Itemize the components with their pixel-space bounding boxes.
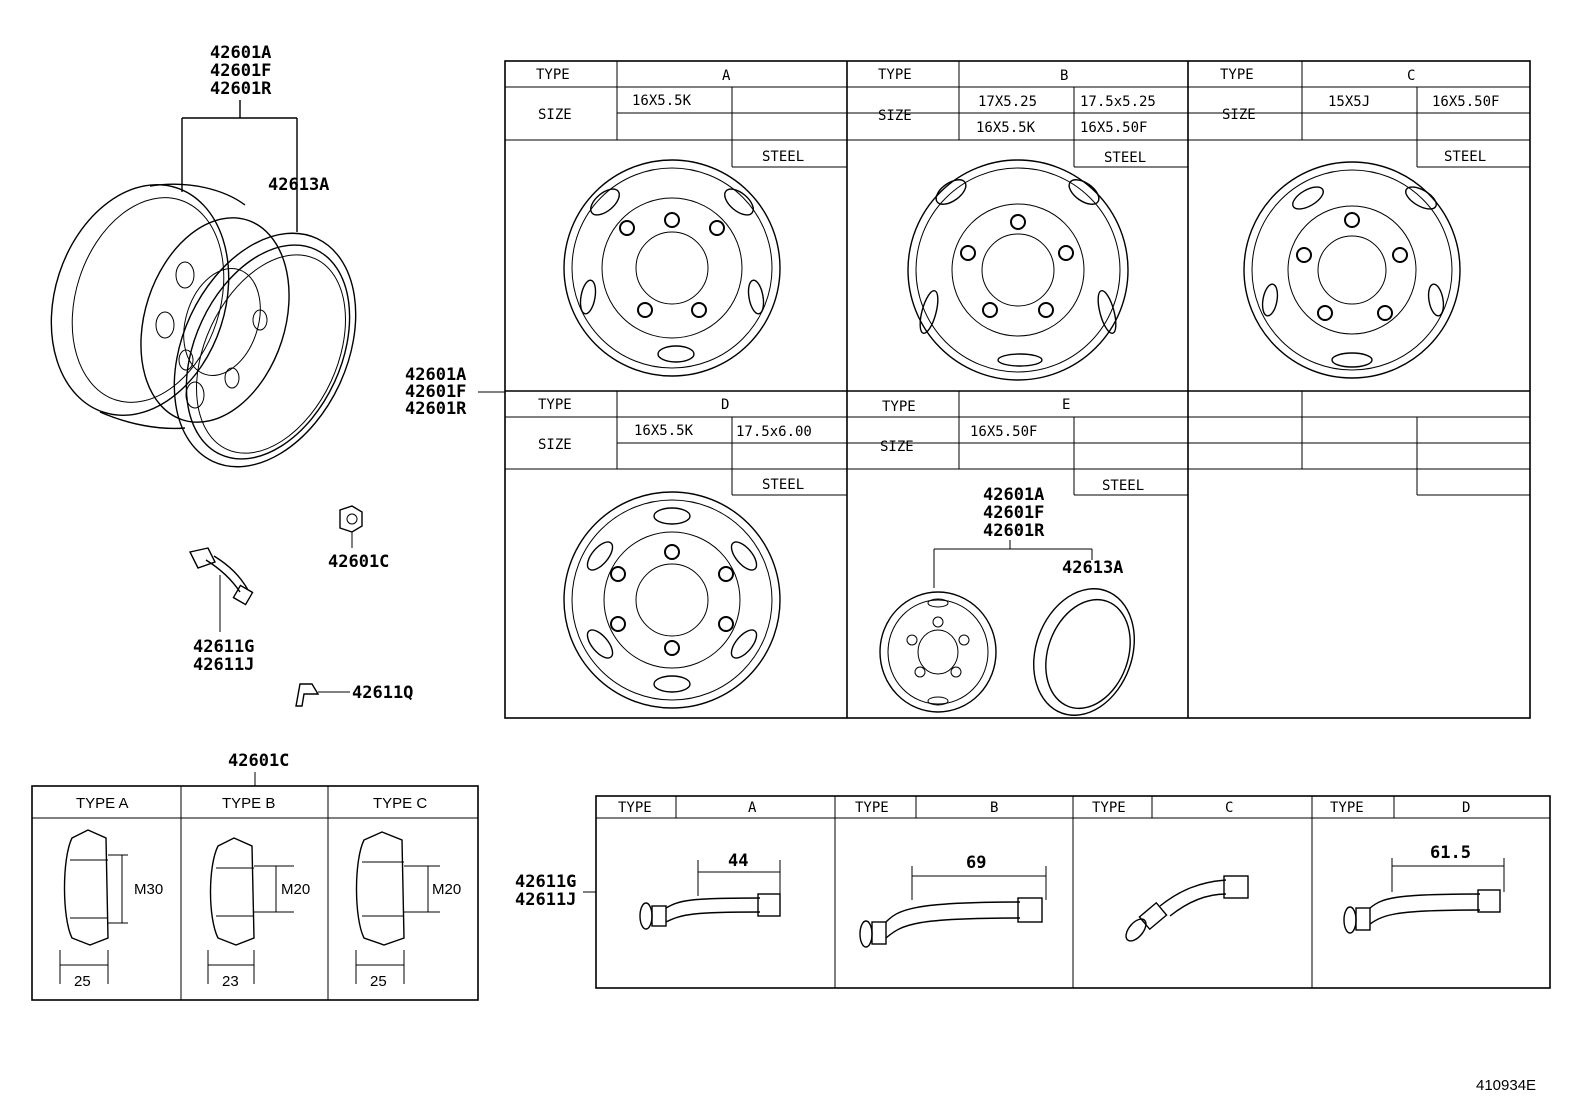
valve-type-d-id: D [1462,800,1470,816]
type-d-type-label: TYPE [538,397,572,413]
type-e-id: E [1062,397,1070,413]
label-42613a: 42613A [268,175,329,195]
type-e-steel: STEEL [1102,478,1144,494]
type-b-size-3: 16X5.5K [976,120,1036,136]
valve-type-a-id: A [748,800,757,816]
type-e-label-42601a: 42601A [983,485,1044,505]
wheel-type-b-drawing [907,159,1129,381]
valve-type-b-type-label: TYPE [855,800,889,816]
rim-ring-type-e-drawing [1033,588,1135,716]
nut-table-title: 42601C [228,751,289,771]
nut-type-a-drawing: M30 25 [59,829,163,990]
wheel-type-d-drawing [563,491,781,709]
type-b-steel: STEEL [1104,150,1146,166]
label-42601c: 42601C [328,552,389,572]
valve-side-42611g: 42611G [515,872,576,892]
nut-type-b-label: TYPE B [222,795,275,812]
wheel-type-e-drawing [879,591,997,713]
valve-type-b-length: 69 [966,853,986,873]
valve-type-d-length: 61.5 [1430,843,1471,863]
type-b-size-2: 17.5x5.25 [1080,94,1156,110]
type-d-size-2: 17.5x6.00 [736,424,812,440]
type-e-size-1: 16X5.50F [970,424,1037,440]
nut-type-a-label: TYPE A [76,795,129,812]
type-b-id: B [1060,68,1068,84]
type-e-label-42613a: 42613A [1062,558,1123,578]
type-b-size-label: SIZE [878,108,912,124]
valve-type-table: 42611G 42611J TYPE A TYPE B TYPE C TYPE … [515,795,1551,989]
valve-type-b-drawing: 69 [859,853,1047,948]
nut-type-c-width: 25 [370,973,387,990]
wheel-type-table: 42601A 42601F 42601R TYPE A SIZE 16X5.5K… [405,60,1531,719]
left-assembly: 42601A 42601F 42601R 42613A [50,43,413,707]
type-c-size-label: SIZE [1222,107,1256,123]
type-d-size-1: 16X5.5K [634,423,694,439]
label-42601r: 42601R [210,79,272,99]
valve-type-c-id: C [1225,800,1233,816]
nut-type-a-thread: M30 [134,881,163,898]
valve-type-a-length: 44 [728,851,748,871]
label-42611g: 42611G [193,637,254,657]
type-d-steel: STEEL [762,477,804,493]
valve-type-c-type-label: TYPE [1092,800,1126,816]
label-42601f: 42601F [210,61,271,81]
wheel-type-a-drawing [563,159,781,377]
type-e-label-42601r: 42601R [983,521,1045,541]
type-b-type-label: TYPE [878,67,912,83]
valve-side-42611j: 42611J [515,890,576,910]
table-side-42601f: 42601F [405,382,466,402]
valve-type-b-id: B [990,800,998,816]
label-42611j: 42611J [193,655,254,675]
type-a-size-1: 16X5.5K [632,93,692,109]
type-c-size-2: 16X5.50F [1432,94,1499,110]
valve-type-a-drawing: 44 [639,851,781,930]
figure-id: 410934E [1476,1077,1536,1094]
type-c-type-label: TYPE [1220,67,1254,83]
nut-type-a-width: 25 [74,973,91,990]
table-side-42601r: 42601R [405,399,467,419]
nut-type-c-drawing: M20 25 [355,831,461,990]
nut-type-table: 42601C TYPE A TYPE B TYPE C M30 25 M20 2… [31,751,479,1001]
type-d-size-label: SIZE [538,437,572,453]
wheel-illustration [50,183,290,430]
valve-type-a-type-label: TYPE [618,800,652,816]
wheel-type-c-drawing [1243,161,1461,379]
type-a-id: A [722,68,731,84]
type-e-type-label: TYPE [882,399,916,415]
type-d-id: D [721,397,729,413]
type-c-size-1: 15X5J [1328,94,1370,110]
type-a-steel: STEEL [762,149,804,165]
type-e-label-42601f: 42601F [983,503,1044,523]
type-c-id: C [1407,68,1415,84]
nut-type-c-label: TYPE C [373,795,427,812]
clip-illustration [295,683,350,707]
nut-type-c-thread: M20 [432,881,461,898]
type-e-size-label: SIZE [880,439,914,455]
type-a-type-label: TYPE [536,67,570,83]
valve-illustration [188,547,254,632]
label-42611q: 42611Q [352,683,413,703]
valve-type-d-drawing: 61.5 [1343,843,1505,934]
rim-ring-illustration [173,232,357,468]
type-b-size-1: 17X5.25 [978,94,1037,110]
type-a-size-label: SIZE [538,107,572,123]
type-b-size-4: 16X5.50F [1080,120,1147,136]
nut-illustration [339,505,363,548]
nut-type-b-drawing: M20 23 [207,837,310,990]
valve-type-c-drawing [1125,875,1249,942]
valve-type-d-type-label: TYPE [1330,800,1364,816]
nut-type-b-thread: M20 [281,881,310,898]
type-c-steel: STEEL [1444,149,1486,165]
label-42601a: 42601A [210,43,271,63]
nut-type-b-width: 23 [222,973,239,990]
table-side-42601a: 42601A [405,365,466,385]
